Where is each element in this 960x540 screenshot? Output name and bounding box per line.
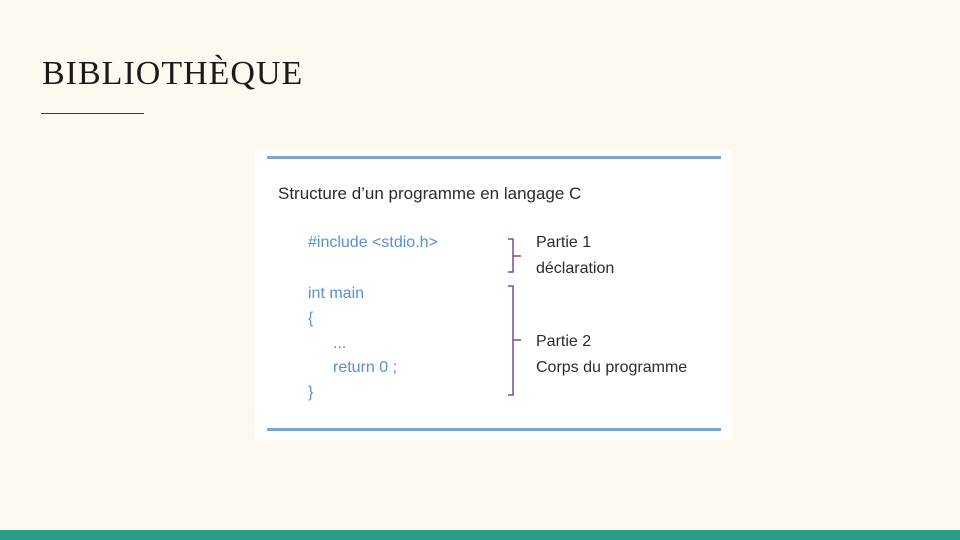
figure-heading: Structure d’un programme en langage C (278, 184, 582, 203)
part-1-description: déclaration (536, 260, 615, 277)
part-2-description: Corps du programme (536, 359, 688, 376)
figure-bottom-rule (267, 428, 721, 431)
code-include-line: #include <stdio.h> (308, 234, 438, 251)
code-main-line: int main (308, 285, 365, 302)
code-open-brace: { (308, 310, 314, 327)
code-close-brace: } (308, 384, 314, 401)
title-underline (41, 113, 144, 114)
slide-title: BIBLIOTHÈQUE (42, 55, 304, 92)
part-1-bracket (508, 238, 521, 273)
code-ellipsis: ... (333, 335, 347, 352)
footer-accent-bar (0, 530, 960, 540)
brace-brackets (508, 238, 521, 396)
code-return-line: return 0 ; (333, 359, 398, 376)
part-2-label: Partie 2 (536, 333, 592, 350)
program-structure-figure: Structure d’un programme en langage C #i… (255, 150, 731, 440)
part-2-bracket (508, 285, 521, 396)
part-1-label: Partie 1 (536, 234, 592, 251)
figure-top-rule (267, 156, 721, 159)
